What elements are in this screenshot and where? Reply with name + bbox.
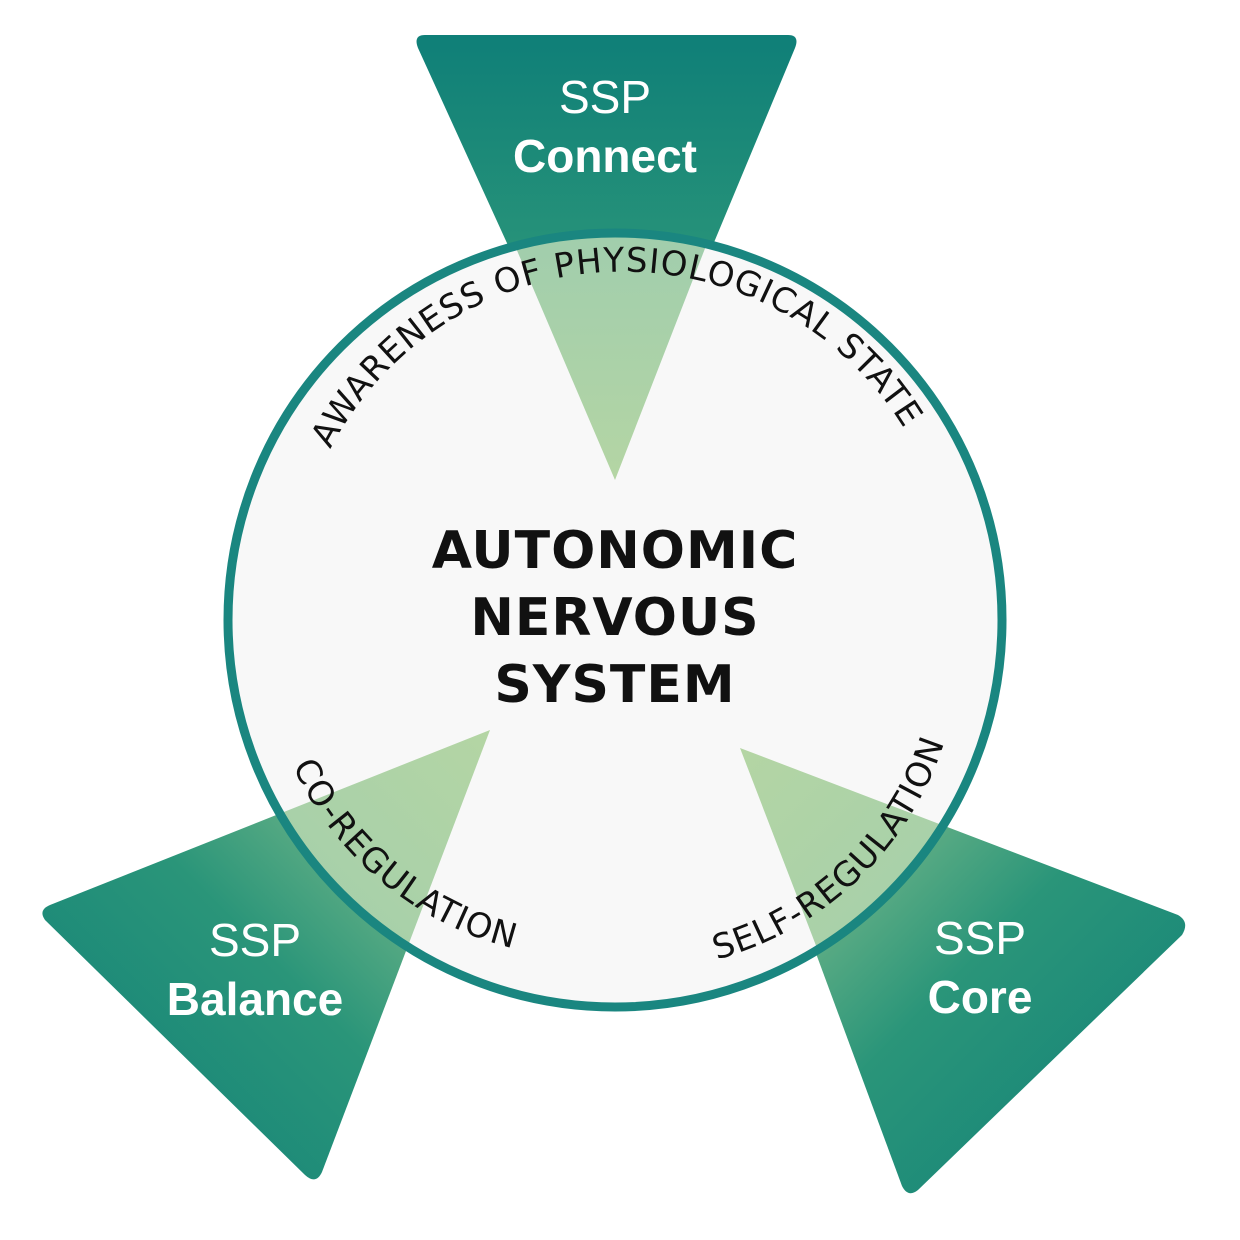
triangle-connect-tip xyxy=(425,236,788,480)
product-core-line2: Core xyxy=(928,971,1033,1023)
product-core-line1: SSP xyxy=(934,912,1026,964)
product-connect-line1: SSP xyxy=(559,71,651,123)
product-core: SSP Core xyxy=(928,912,1033,1023)
center-title-line2: NERVOUS xyxy=(470,588,759,648)
product-balance: SSP Balance xyxy=(167,914,343,1025)
product-balance-line1: SSP xyxy=(209,914,301,966)
product-balance-line2: Balance xyxy=(167,973,343,1025)
center-title-line1: AUTONOMIC xyxy=(432,521,799,581)
center-circle-ring xyxy=(223,228,1007,1012)
center-title-line3: SYSTEM xyxy=(494,655,735,715)
product-connect: SSP Connect xyxy=(513,71,697,182)
product-connect-line2: Connect xyxy=(513,130,697,182)
center-title: AUTONOMIC NERVOUS SYSTEM xyxy=(432,521,799,715)
